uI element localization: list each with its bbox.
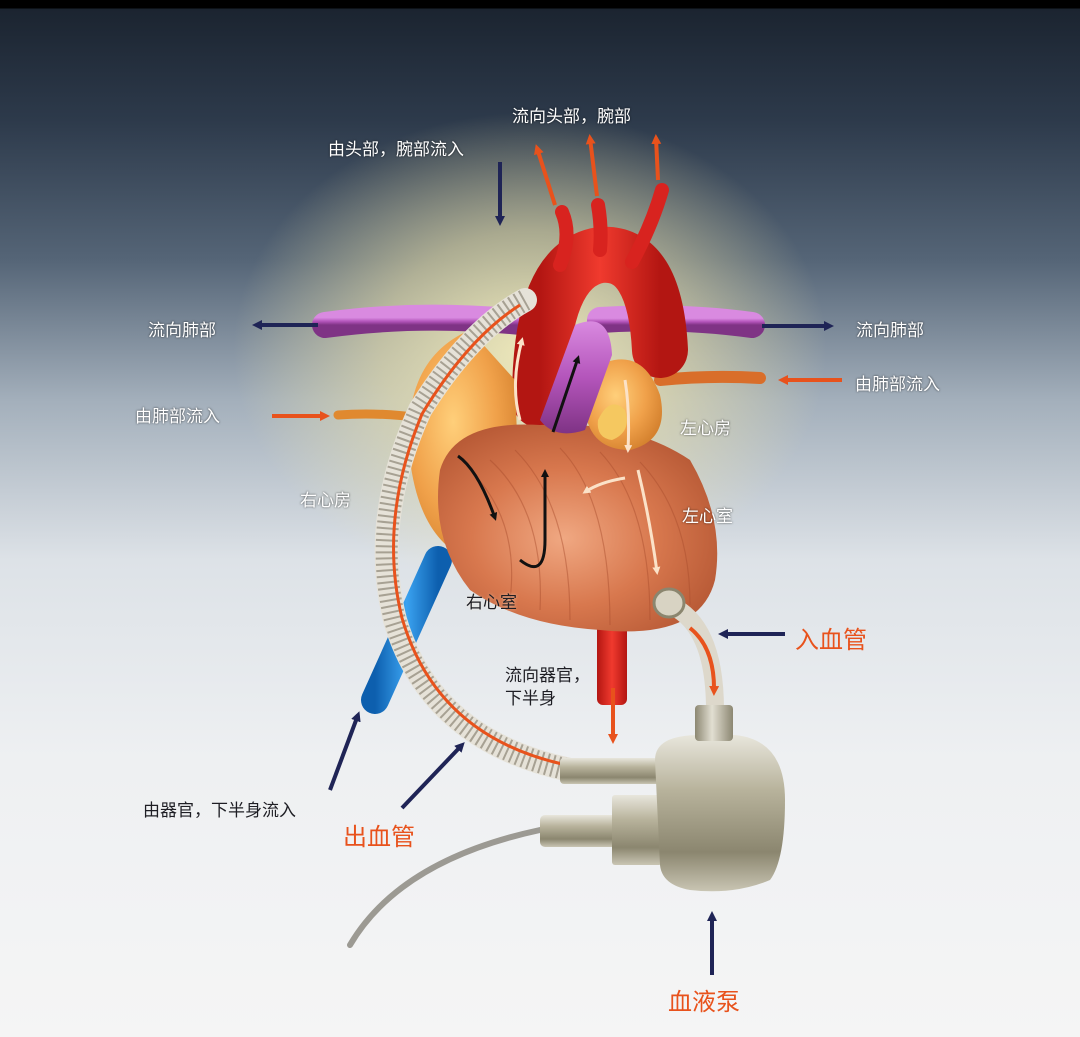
label-from-organs-lower-body: 由器官，下半身流入 <box>143 801 296 821</box>
label-from-lungs-left: 由肺部流入 <box>135 407 220 427</box>
label-inflow-cannula: 入血管 <box>795 626 867 654</box>
label-left-atrium: 左心房 <box>680 419 731 439</box>
pump-cable-connector <box>540 815 620 847</box>
pump-inflow-neck <box>695 705 733 741</box>
label-from-lungs-right: 由肺部流入 <box>855 375 940 395</box>
pump-body <box>655 735 785 892</box>
orange-flow-arrows <box>272 134 842 744</box>
ventricle-muscle-texture <box>469 447 691 626</box>
aorta-branch-1 <box>553 205 574 272</box>
aorta-branch-3 <box>625 183 669 269</box>
label-from-head-arms: 由头部，腕部流入 <box>328 140 464 160</box>
pulmonary-vein-right <box>654 370 766 386</box>
inflow-ring <box>652 587 686 619</box>
driveline-cable <box>347 827 543 948</box>
descending-aorta <box>597 610 627 705</box>
label-right-atrium: 右心房 <box>300 491 351 511</box>
label-to-head-arms: 流向头部，腕部 <box>512 107 631 127</box>
outflow-flow-line <box>392 303 563 766</box>
pulmonary-trunk <box>540 321 612 434</box>
label-to-lungs-right: 流向肺部 <box>856 321 924 341</box>
internal-flow-arrows <box>457 337 661 575</box>
aorta-branch-2 <box>591 198 608 257</box>
pump-outflow-port <box>560 758 670 784</box>
label-left-ventricle: 左心室 <box>682 507 733 527</box>
label-right-ventricle: 右心室 <box>466 593 517 613</box>
outflow-cannula-ribs <box>375 290 573 781</box>
label-to-lungs-left: 流向肺部 <box>148 321 216 341</box>
label-outflow-cannula: 出血管 <box>343 823 415 851</box>
mitral-valve <box>597 404 627 440</box>
heart-ventricles <box>438 424 718 632</box>
navy-flow-arrows <box>252 162 834 975</box>
pump-side-block <box>612 795 662 865</box>
label-to-organs-lower-body: 流向器官， 下半身 <box>505 666 590 709</box>
label-blood-pump: 血液泵 <box>668 988 740 1016</box>
